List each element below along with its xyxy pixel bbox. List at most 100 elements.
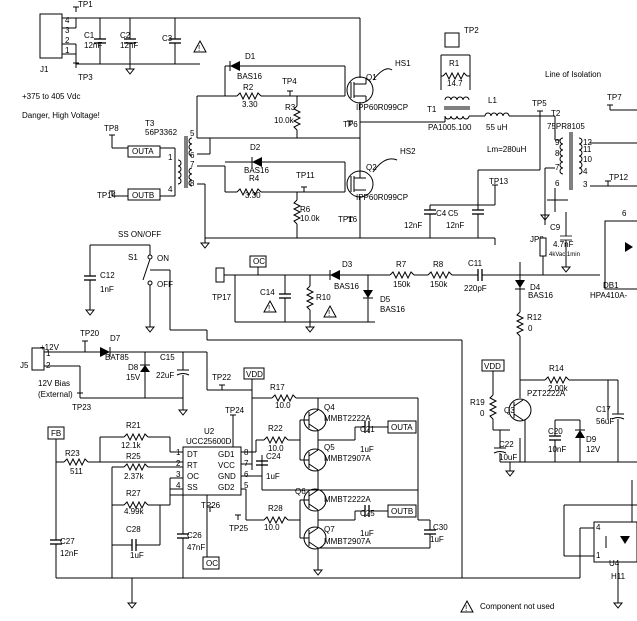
- t2-ref: T2: [551, 109, 561, 118]
- r3-ref: R3: [285, 103, 296, 112]
- r25-symbol: [123, 463, 149, 471]
- q7-ref: Q7: [324, 525, 335, 534]
- q4-value: MMBT2222A: [324, 414, 371, 423]
- r23-symbol: [63, 458, 89, 466]
- t2-pin9: 9: [555, 138, 560, 147]
- d8-symbol: [140, 365, 150, 372]
- r7-ref: R7: [396, 260, 407, 269]
- c4-ref: C4: [436, 209, 447, 218]
- r19-ref: R19: [470, 398, 485, 407]
- c11-value: 220pF: [464, 284, 487, 293]
- r25-value: 2.37k: [124, 472, 145, 481]
- ground-symbol-12: [613, 597, 623, 609]
- c5-ref: C5: [448, 209, 459, 218]
- db1-pin6: 6: [622, 209, 627, 218]
- bias-note-line1: 12V Bias: [38, 379, 70, 388]
- r8-symbol: [427, 271, 453, 279]
- u2-pin-gnd: GND: [218, 472, 236, 481]
- j5-ref: J5: [20, 361, 29, 370]
- c14-ref: C14: [260, 288, 275, 297]
- r12-value: 0: [528, 324, 533, 333]
- t3-primary-coil: [177, 159, 182, 185]
- tp5-point: [536, 110, 544, 117]
- q2-ref: Q2: [366, 163, 377, 172]
- tp24-point: [229, 414, 237, 421]
- r4-value: 3.30: [245, 191, 261, 200]
- d5-value: BAS16: [380, 305, 405, 314]
- j5-pin1: 1: [46, 349, 51, 358]
- d4-symbol: [515, 280, 525, 288]
- r8-ref: R8: [433, 260, 444, 269]
- c27-value: 12nF: [60, 549, 78, 558]
- c24-value: 1uF: [266, 472, 280, 481]
- r4-ref: R4: [249, 174, 260, 183]
- tp8-point: [108, 134, 116, 141]
- c9-ref: C9: [550, 223, 561, 232]
- c1-ref: C1: [84, 31, 95, 40]
- vdd-text-2: VDD: [484, 362, 501, 371]
- q6-value: MMBT2222A: [324, 495, 371, 504]
- l1-ref: L1: [488, 96, 497, 105]
- r12-ref: R12: [527, 313, 542, 322]
- t2-pin10: 10: [583, 155, 592, 164]
- oc-text-2: OC: [206, 559, 218, 568]
- tp22-label: TP22: [212, 373, 232, 382]
- tp4-point: [286, 90, 294, 97]
- isolation-line-label: Line of Isolation: [545, 70, 601, 79]
- q3-value: PZT2222A: [527, 389, 566, 398]
- c26-value: 47nF: [187, 543, 205, 552]
- t2-pin8: 8: [555, 149, 560, 158]
- c3-warning-glyph: !: [198, 44, 200, 53]
- c21-ref: C21: [360, 425, 375, 434]
- t1-coil-top: [444, 96, 470, 101]
- outa-text: OUTA: [132, 147, 154, 156]
- tp3-label: TP3: [78, 73, 93, 82]
- c14-warning-glyph: !: [268, 304, 270, 313]
- jp8-ref: JP8: [530, 235, 544, 244]
- t2-secondary-coil: [578, 137, 583, 175]
- u2-part: UCC25600D: [186, 437, 232, 446]
- j1-pin1-label: 1: [65, 46, 70, 55]
- r1-value: 14.7: [447, 79, 463, 88]
- r2-ref: R2: [243, 83, 254, 92]
- u2-pinnum-2: 2: [176, 459, 181, 468]
- q1-value: IPP60R099CP: [356, 103, 408, 112]
- r22-symbol: [263, 436, 289, 444]
- tp8-label: TP8: [104, 124, 119, 133]
- r19-value: 0: [480, 409, 485, 418]
- c25-value: 1uF: [360, 529, 374, 538]
- j1-pin3-label: 3: [65, 26, 70, 35]
- u4-pin4: 4: [596, 523, 601, 532]
- t1-coil-bottom: [444, 115, 470, 120]
- ground-symbol-6: [145, 321, 155, 333]
- db1-ref: DB1: [603, 281, 619, 290]
- d8-ref: D8: [128, 363, 139, 372]
- r7-value: 150k: [393, 280, 411, 289]
- t3-pin8: 8: [190, 179, 195, 188]
- r12-symbol: [516, 311, 524, 337]
- u4-optocoupler: [593, 521, 637, 563]
- t3-ref: T3: [145, 119, 155, 128]
- r17-ref: R17: [270, 383, 285, 392]
- vdd-net-label: [243, 367, 265, 380]
- tp17-label: TP17: [212, 293, 232, 302]
- tp20-label: TP20: [80, 329, 100, 338]
- j1-pin2-label: 2: [65, 36, 70, 45]
- d7-value: BAT85: [105, 353, 129, 362]
- tp2-label: TP2: [464, 26, 479, 35]
- t3-secondary-coil-b: [188, 167, 193, 187]
- s1-ref: S1: [128, 253, 138, 262]
- r21-value: 12.1k: [121, 441, 142, 450]
- c9-value: 4.7nF: [553, 240, 574, 249]
- r27-ref: R27: [126, 489, 141, 498]
- c12-symbol: [83, 275, 97, 281]
- outb-net-label-2: [387, 504, 417, 518]
- d7-ref: D7: [110, 334, 121, 343]
- ground-symbol-8: [178, 404, 188, 416]
- r6-value: 10.0k: [300, 214, 321, 223]
- c11-symbol: [477, 268, 483, 282]
- c15-value: 22uF: [156, 371, 174, 380]
- t2-pin11: 11: [583, 145, 592, 154]
- ground-symbol-10: [313, 564, 323, 576]
